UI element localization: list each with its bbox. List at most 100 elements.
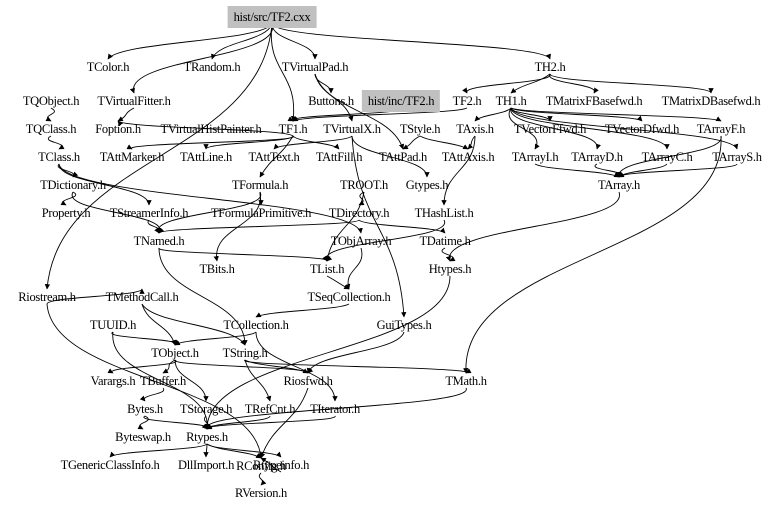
edge-riostream-to-tmethodcall [46,288,145,305]
graph-node-tarrayd[interactable]: TArrayD.h [571,150,623,164]
graph-node-htypes[interactable]: Htypes.h [428,262,472,276]
edge-tvirtualpad-to-buttons [314,73,334,94]
graph-node-tlist[interactable]: TList.h [309,262,345,276]
graph-node-tformulaprimitive[interactable]: TFormulaPrimitive.h [210,206,312,220]
graph-node-rversion[interactable]: RVersion.h [235,486,287,500]
graph-node-tvectorffwd[interactable]: TVectorFfwd.h [513,122,587,136]
graph-node-tf2[interactable]: TF2.h [452,94,482,108]
graph-node-tformula[interactable]: TFormula.h [231,178,289,192]
graph-node-varargs[interactable]: Varargs.h [90,374,136,388]
edge-tf2cxx-to-tvirtualpad [271,23,318,60]
graph-node-tbits[interactable]: TBits.h [199,262,235,276]
graph-node-property[interactable]: Property.h [41,206,91,220]
graph-node-tuuid[interactable]: TUUID.h [89,318,137,332]
edge-th1-to-tarrayc [510,107,670,150]
edge-tf2-to-tf1 [292,107,468,122]
graph-node-tarray[interactable]: TArray.h [598,178,640,192]
edge-tf2cxx-to-tf1 [270,23,297,122]
graph-node-riosfwd[interactable]: Riosfwd.h [283,374,333,388]
graph-node-tmethodcall[interactable]: TMethodCall.h [105,290,179,304]
graph-node-troot[interactable]: TROOT.h [339,178,389,192]
edge-th2-to-tf2 [462,73,551,94]
edge-bytes-to-rtypes [143,415,213,430]
graph-node-tvirtualfitter[interactable]: TVirtualFitter.h [97,94,171,108]
graph-node-foption[interactable]: Foption.h [95,122,141,136]
graph-node-tarrays[interactable]: TArrayS.h [712,150,762,164]
graph-node-tf1[interactable]: TF1.h [278,122,308,136]
graph-node-th1[interactable]: TH1.h [495,94,527,108]
graph-node-tattline[interactable]: TAttLine.h [180,150,232,164]
graph-node-tgenericclassinfo[interactable]: TGenericClassInfo.h [60,458,160,472]
edge-tf2cxx-to-th2 [271,23,551,60]
graph-node-th2[interactable]: TH2.h [534,60,566,74]
graph-node-riostream[interactable]: Riostream.h [18,290,76,304]
graph-node-titerator[interactable]: TIterator.h [310,402,360,416]
graph-node-tattpad[interactable]: TAttPad.h [378,150,428,164]
graph-node-tf2h[interactable]: hist/inc/TF2.h [361,90,441,112]
graph-node-trandom[interactable]: TRandom.h [183,60,241,74]
graph-node-tmatrixdbasefwd[interactable]: TMatrixDBasefwd.h [661,94,761,108]
graph-node-tarrayc[interactable]: TArrayC.h [641,150,693,164]
graph-node-tcollection[interactable]: TCollection.h [223,318,289,332]
graph-node-guitypes[interactable]: GuiTypes.h [376,318,432,332]
graph-node-tobject[interactable]: TObject.h [151,346,199,360]
graph-node-tstring[interactable]: TString.h [222,346,268,360]
graph-node-buttons[interactable]: Buttons.h [308,94,354,108]
graph-node-tcolor[interactable]: TColor.h [86,60,130,74]
graph-node-dllimport[interactable]: DllImport.h [177,458,235,472]
graph-node-tseqcollection[interactable]: TSeqCollection.h [307,290,391,304]
graph-node-rconfig[interactable]: RConfig.h [236,459,286,473]
graph-node-tvirtualpad[interactable]: TVirtualPad.h [281,60,349,74]
graph-node-tqclass[interactable]: TQClass.h [25,122,77,136]
edge-tnamed-to-tlist [158,247,333,262]
graph-node-rtypes[interactable]: Rtypes.h [186,430,228,444]
edge-tvirtualpad-to-tattpad [314,73,405,150]
graph-node-tattaxis[interactable]: TAttAxis.h [441,150,495,164]
graph-node-tdirectory[interactable]: TDirectory.h [328,206,390,220]
graph-node-tstreamerinfo[interactable]: TStreamerInfo.h [109,206,189,220]
graph-node-tqobject[interactable]: TQObject.h [22,94,80,108]
edge-tdirectory-to-tnamed [156,219,360,234]
edge-tmethodcall-to-tstring [141,303,246,346]
graph-node-tvirtualx[interactable]: TVirtualX.h [323,122,381,136]
graph-node-tbuffer[interactable]: TBuffer.h [139,374,187,388]
graph-node-tobjarray[interactable]: TObjArray.h [330,234,392,248]
graph-node-tvectordfwd[interactable]: TVectorDfwd.h [604,122,680,136]
edge-tf2cxx-to-tvirtualfitter [129,23,273,94]
graph-node-tstorage[interactable]: TStorage.h [179,402,233,416]
graph-node-tf2cxx[interactable]: hist/src/TF2.cxx [227,6,317,28]
graph-node-rtypeinfo[interactable]: Rtypeinfo.h [252,458,310,472]
edge-tclass-to-tdictionary [57,163,79,178]
graph-node-bytes[interactable]: Bytes.h [127,402,163,416]
graph-node-tattfill[interactable]: TAttFill.h [315,150,363,164]
edge-tcollection-to-titerator [255,331,338,402]
edge-rtypes-to-rtypeinfo [206,443,282,458]
graph-node-tvirtualhistpainter[interactable]: TVirtualHistPainter.h [160,122,262,136]
edge-tseqcollection-to-tcollection [255,303,350,318]
edge-tarrayf-to-tmath [463,135,722,374]
graph-node-tdatime[interactable]: TDatime.h [419,234,471,248]
edge-tstyle-to-tattpad [402,135,421,150]
edge-th2-to-th1 [510,73,551,94]
graph-node-tmatrixfbasefwd[interactable]: TMatrixFBasefwd.h [545,94,643,108]
graph-node-tarrayf[interactable]: TArrayF.h [696,122,746,136]
graph-node-tarrayi[interactable]: TArrayI.h [511,150,559,164]
edge-tarrays-to-tarray [616,163,738,178]
graph-node-tattmarker[interactable]: TAttMarker.h [99,150,165,164]
graph-node-tnamed[interactable]: TNamed.h [133,234,185,248]
edge-th1-to-tvectordfwd [510,107,643,122]
graph-node-byteswap[interactable]: Byteswap.h [115,430,171,444]
edge-tformula-to-tbits [213,191,261,262]
graph-node-thashlist[interactable]: THashList.h [414,206,474,220]
graph-node-tatttext[interactable]: TAttText.h [248,150,300,164]
edge-tarrayf-to-tarray [615,135,722,178]
graph-node-tdictionary[interactable]: TDictionary.h [40,178,106,192]
graph-node-gtypes[interactable]: Gtypes.h [405,178,449,192]
graph-node-tmath[interactable]: TMath.h [445,374,487,388]
graph-node-tstyle[interactable]: TStyle.h [399,122,441,136]
graph-node-trefcnt[interactable]: TRefCnt.h [244,402,296,416]
edge-tstyle-to-tattaxis [419,135,469,150]
graph-node-taxis[interactable]: TAxis.h [456,122,494,136]
edge-rtypes-to-dllimport [203,443,209,458]
graph-node-tclass[interactable]: TClass.h [38,150,80,164]
